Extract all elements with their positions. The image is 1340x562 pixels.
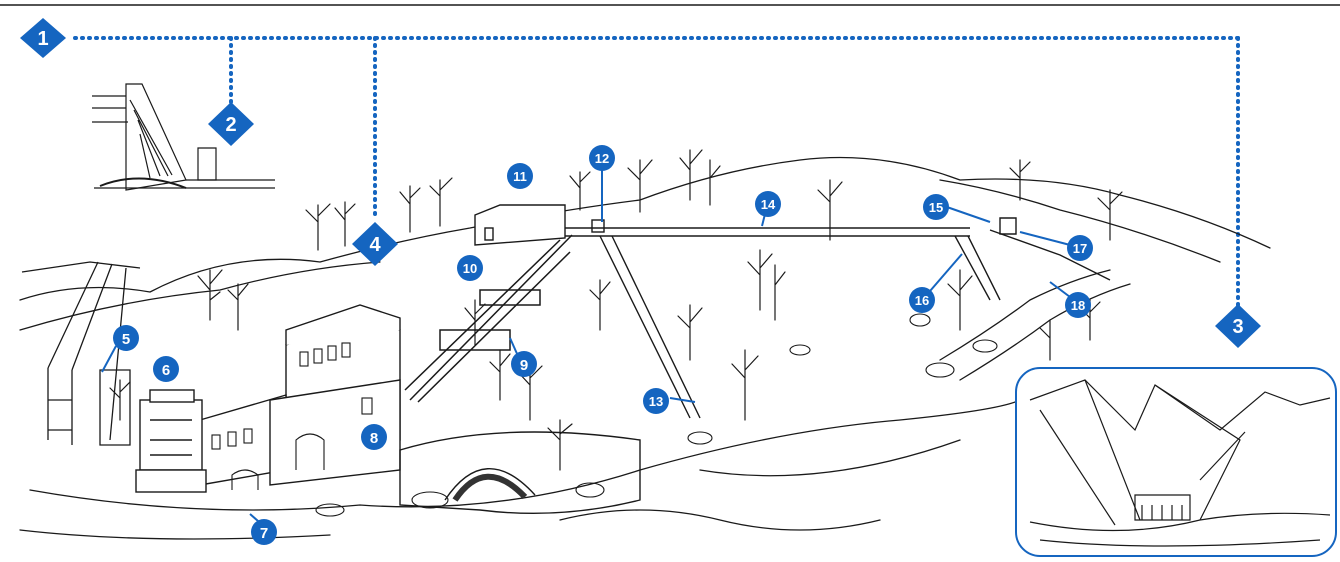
penstock-pipes <box>405 235 572 402</box>
marker-5[interactable]: 5 <box>113 325 139 351</box>
svg-text:7: 7 <box>260 525 268 542</box>
svg-text:14: 14 <box>761 197 776 212</box>
marker-16[interactable]: 16 <box>909 287 935 313</box>
marker-1[interactable]: 1 <box>20 18 66 58</box>
svg-text:9: 9 <box>520 357 528 374</box>
stone-bridge <box>400 432 640 513</box>
valve-house <box>475 205 565 245</box>
marker-9[interactable]: 9 <box>511 351 537 377</box>
svg-text:16: 16 <box>915 293 929 308</box>
marker-17[interactable]: 17 <box>1067 235 1093 261</box>
marker-10[interactable]: 10 <box>457 255 483 281</box>
valley-inset <box>1016 368 1336 556</box>
marker-12[interactable]: 12 <box>589 145 615 171</box>
svg-text:10: 10 <box>463 261 477 276</box>
marker-11[interactable]: 11 <box>507 163 533 189</box>
svg-text:15: 15 <box>929 200 943 215</box>
marker-18[interactable]: 18 <box>1065 292 1091 318</box>
marker-3[interactable]: 3 <box>1215 304 1261 348</box>
svg-text:4: 4 <box>369 234 381 256</box>
svg-text:2: 2 <box>225 114 236 136</box>
svg-text:5: 5 <box>122 331 130 348</box>
svg-text:8: 8 <box>370 430 378 447</box>
marker-6[interactable]: 6 <box>153 356 179 382</box>
marker-4[interactable]: 4 <box>352 222 398 266</box>
svg-text:18: 18 <box>1071 298 1085 313</box>
dam-cross-section-sketch <box>92 84 275 190</box>
marker-8[interactable]: 8 <box>361 424 387 450</box>
svg-text:1: 1 <box>37 28 48 50</box>
marker-15[interactable]: 15 <box>923 194 949 220</box>
boulders <box>316 314 1072 516</box>
svg-text:12: 12 <box>595 151 609 166</box>
dotted-connectors <box>75 38 1238 310</box>
svg-text:6: 6 <box>162 362 170 379</box>
marker-13[interactable]: 13 <box>643 388 669 414</box>
marker-14[interactable]: 14 <box>755 191 781 217</box>
transformer <box>136 390 206 492</box>
svg-text:3: 3 <box>1232 316 1243 338</box>
transmission-pylon <box>22 262 140 445</box>
powerhouse-building <box>200 305 400 485</box>
marker-7[interactable]: 7 <box>251 519 277 545</box>
marker-2[interactable]: 2 <box>208 102 254 146</box>
svg-text:17: 17 <box>1073 241 1087 256</box>
svg-text:11: 11 <box>513 169 527 184</box>
svg-text:13: 13 <box>649 394 663 409</box>
